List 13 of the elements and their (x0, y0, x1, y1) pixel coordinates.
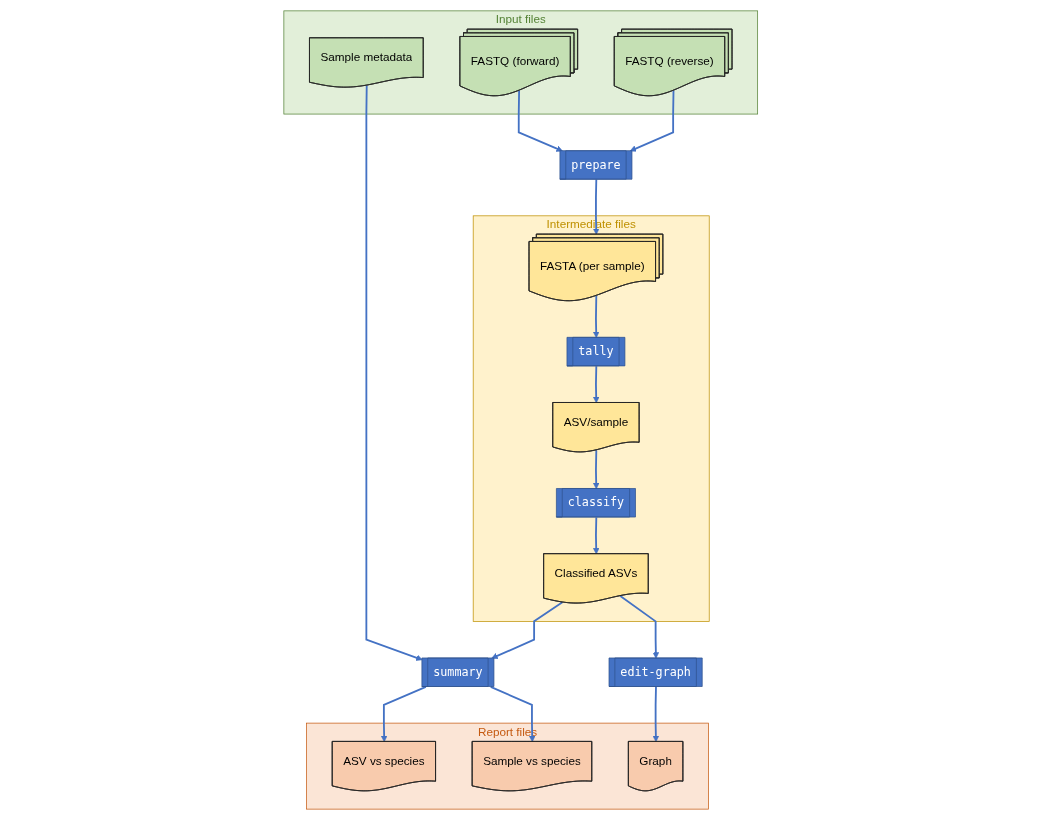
arrow (489, 685, 536, 743)
arrow (365, 84, 423, 661)
arrow (592, 449, 600, 490)
arrow (592, 178, 600, 235)
arrow (652, 685, 659, 743)
arrow (629, 89, 675, 152)
arrow (380, 685, 427, 743)
arrow (592, 516, 600, 555)
arrow (592, 294, 600, 338)
arrow (517, 89, 563, 152)
arrow (619, 595, 659, 659)
arrow (491, 601, 564, 659)
arrow (592, 365, 600, 404)
